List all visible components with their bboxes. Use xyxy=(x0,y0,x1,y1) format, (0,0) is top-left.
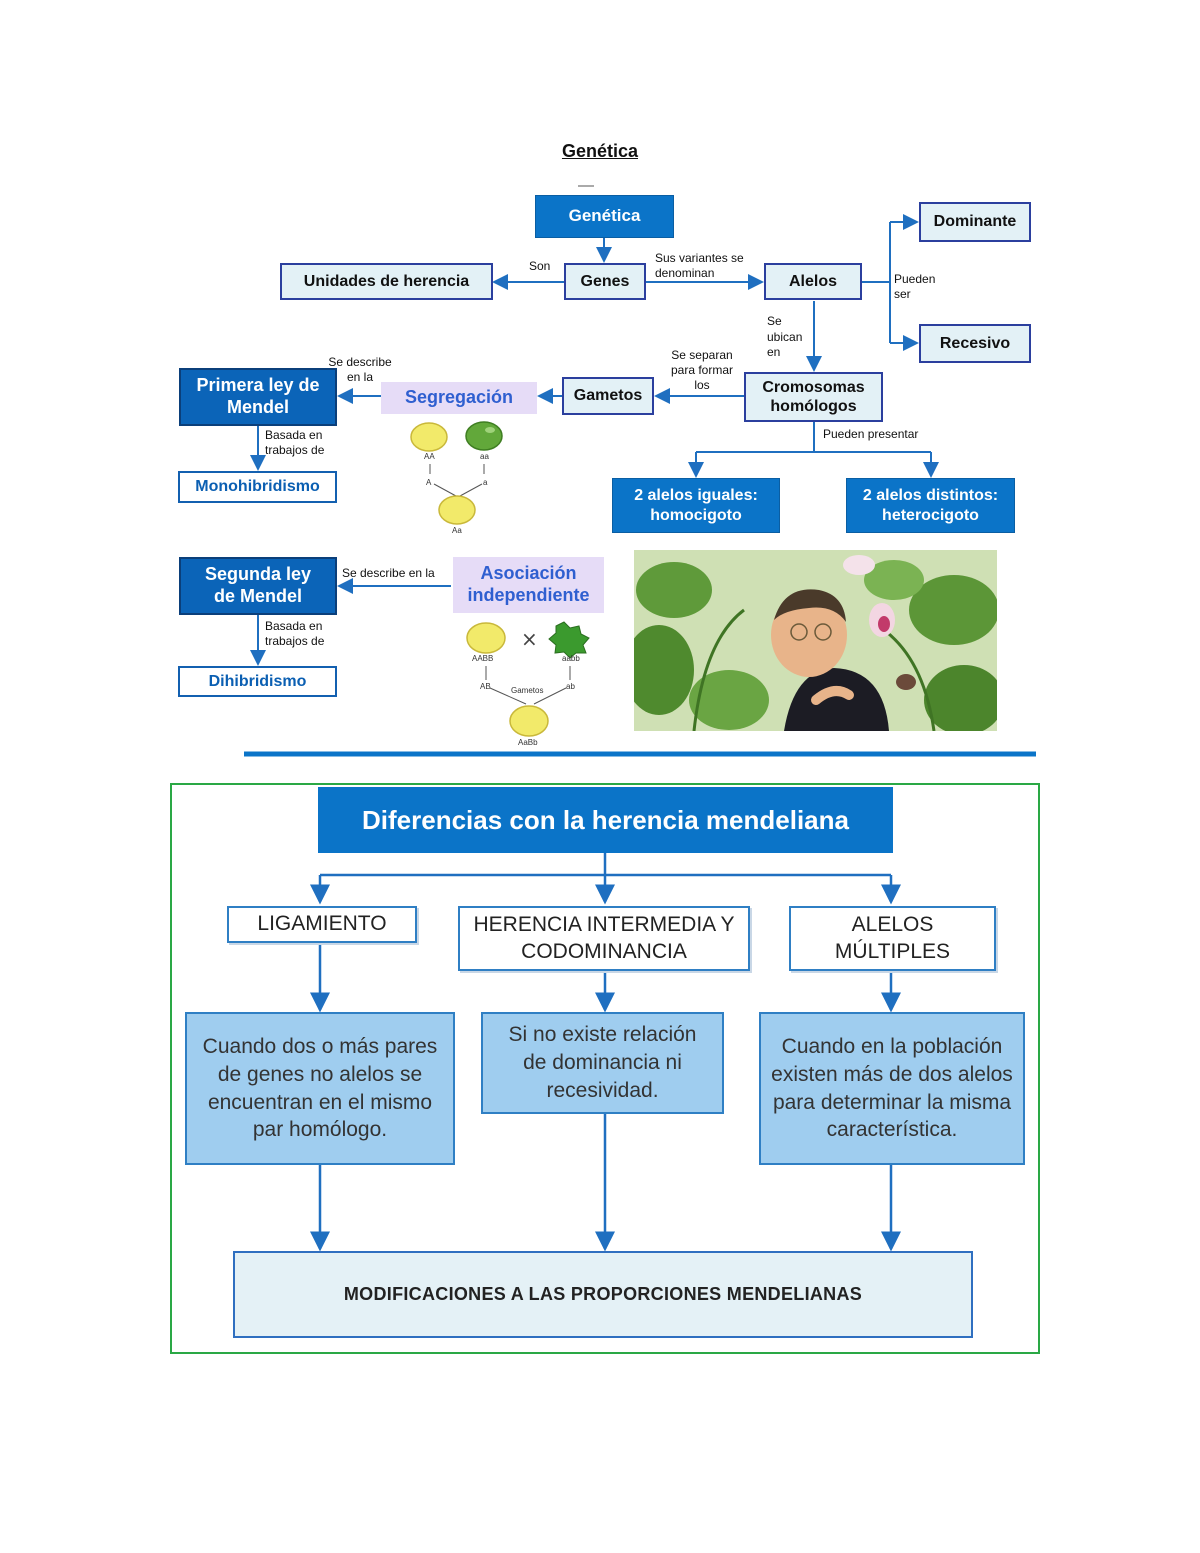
node-genes: Genes xyxy=(564,263,646,300)
dihybrid-cross-illustration: × xyxy=(466,621,590,737)
concept-map-connectors xyxy=(244,185,1036,757)
cross1-offspring: Aa xyxy=(452,526,462,535)
node-heterocigoto: 2 alelos distintos: heterocigoto xyxy=(846,478,1015,533)
label-basada-1: Basada en trabajos de xyxy=(265,428,325,457)
cross2-gamete1: AB xyxy=(480,682,491,691)
node-gametos: Gametos xyxy=(562,377,654,415)
label-se-separan: Se separan para formar los xyxy=(670,348,734,392)
label-se-describe: Se describe en la xyxy=(328,355,392,384)
cross2-gamete2: ab xyxy=(566,682,575,691)
description-alelos-multiples: Cuando en la población existen más de do… xyxy=(759,1012,1025,1165)
label-se-ubican: Se ubican en xyxy=(767,314,803,360)
node-dominante: Dominante xyxy=(919,202,1031,242)
mendel-illustration xyxy=(634,550,997,731)
cross1-gamete2: a xyxy=(483,478,488,487)
node-genetica: Genética xyxy=(535,195,674,238)
node-segregacion: Segregación xyxy=(381,382,537,414)
monohybrid-cross-illustration xyxy=(410,421,503,525)
cross1-parent1: AA xyxy=(424,452,435,461)
label-pueden-presentar: Pueden presentar xyxy=(823,427,919,441)
description-herencia-intermedia: Si no existe relación de dominancia ni r… xyxy=(481,1012,724,1114)
category-ligamiento: LIGAMIENTO xyxy=(227,906,417,943)
node-cromosomas-homologos: Cromosomas homólogos xyxy=(744,372,883,422)
category-herencia-intermedia: HERENCIA INTERMEDIA Y CODOMINANCIA xyxy=(458,906,750,971)
cross2-parent1: AABB xyxy=(472,654,494,663)
result-modificaciones: MODIFICACIONES A LAS PROPORCIONES MENDEL… xyxy=(233,1251,973,1338)
cross1-parent2: aa xyxy=(480,452,489,461)
node-homocigoto: 2 alelos iguales: homocigoto xyxy=(612,478,780,533)
node-segunda-ley: Segunda ley de Mendel xyxy=(179,557,337,615)
document-title: Genética xyxy=(561,141,639,161)
node-monohibridismo: Monohibridismo xyxy=(178,471,337,503)
label-pueden-ser: Pueden ser xyxy=(894,272,936,301)
description-ligamiento: Cuando dos o más pares de genes no alelo… xyxy=(185,1012,455,1165)
cross2-parent2: aabb xyxy=(562,654,580,663)
differences-title: Diferencias con la herencia mendeliana xyxy=(318,787,893,853)
label-se-describe-2: Se describe en la xyxy=(342,566,435,580)
node-primera-ley: Primera ley de Mendel xyxy=(179,368,337,426)
label-basada-2: Basada en trabajos de xyxy=(265,619,325,648)
category-alelos-multiples: ALELOS MÚLTIPLES xyxy=(789,906,996,971)
label-sus-variantes: Sus variantes se denominan xyxy=(655,251,744,280)
node-asociacion-independiente: Asociación independiente xyxy=(453,557,604,613)
cross1-gamete1: A xyxy=(426,478,432,487)
label-son: Son xyxy=(529,259,551,273)
node-recesivo: Recesivo xyxy=(919,324,1031,363)
differences-frame xyxy=(170,783,1040,1354)
node-unidades-herencia: Unidades de herencia xyxy=(280,263,493,300)
node-dihibridismo: Dihibridismo xyxy=(178,666,337,697)
svg-text:×: × xyxy=(521,627,538,651)
cross2-gametes-label: Gametos xyxy=(511,686,544,695)
node-alelos: Alelos xyxy=(764,263,862,300)
cross2-offspring: AaBb xyxy=(518,738,538,747)
